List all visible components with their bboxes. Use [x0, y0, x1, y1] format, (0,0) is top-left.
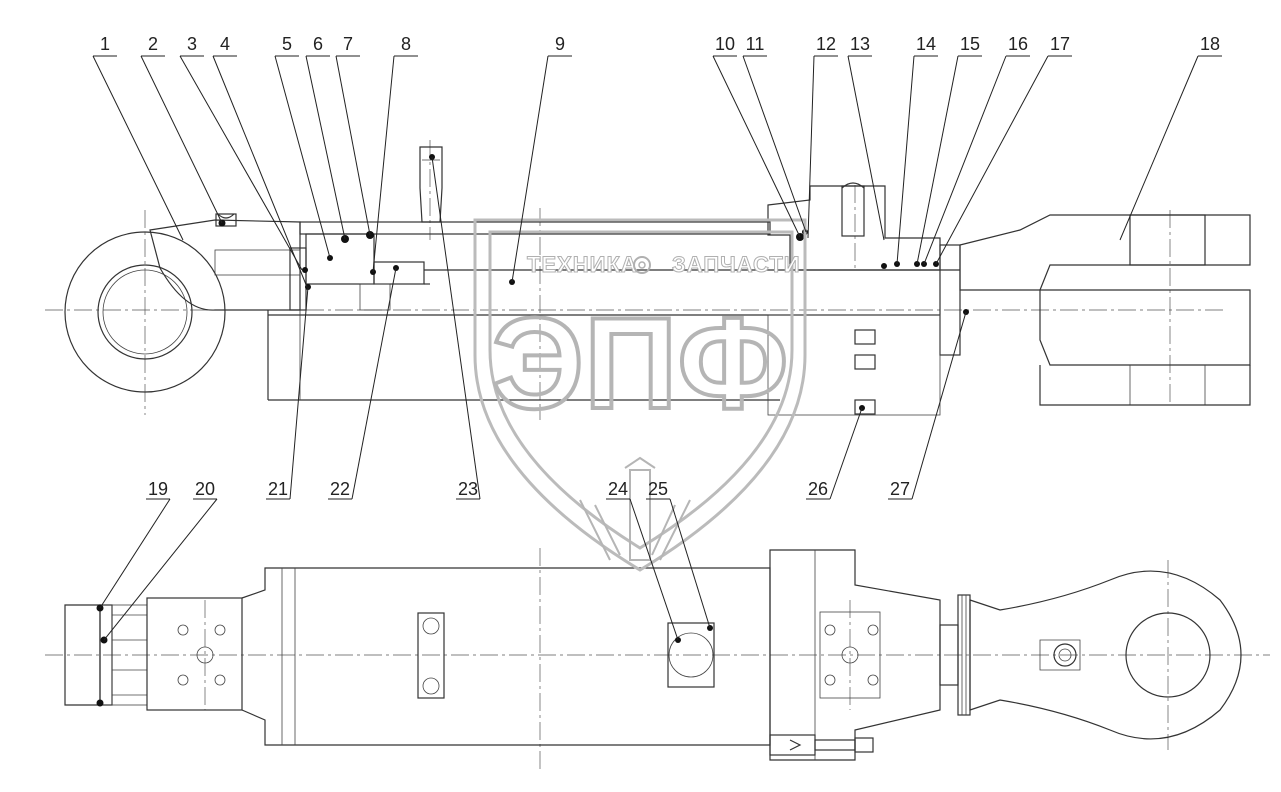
wheat-emblem-icon	[579, 456, 691, 561]
callout-17: 17	[1050, 34, 1070, 54]
callout-20: 20	[195, 479, 215, 499]
callout-leader-23	[431, 156, 481, 500]
callout-leader-21	[289, 286, 309, 500]
callout-leader-1	[92, 55, 184, 241]
callout-leader-7	[335, 55, 371, 236]
callout-16: 16	[1008, 34, 1028, 54]
callout-leader-15	[916, 55, 959, 265]
callout-2: 2	[148, 34, 158, 54]
watermark-text-left: ТЕХНИКА	[527, 252, 638, 277]
callout-leader-18	[1119, 55, 1199, 241]
callout-leader-20	[103, 498, 218, 641]
callout-4: 4	[220, 34, 230, 54]
callout-1: 1	[100, 34, 110, 54]
callout-5: 5	[282, 34, 292, 54]
gear-icon	[633, 256, 651, 274]
callout-leader-25	[669, 498, 711, 629]
callout-leader-5	[274, 55, 331, 259]
callout-11: 11	[746, 34, 765, 54]
callout-leader-13	[847, 55, 885, 241]
callout-26: 26	[808, 479, 828, 499]
callout-24: 24	[608, 479, 628, 499]
callout-18: 18	[1200, 34, 1220, 54]
callout-14: 14	[916, 34, 936, 54]
callout-leader-8	[372, 55, 395, 273]
callout-leader-22	[351, 267, 397, 500]
callout-25: 25	[648, 479, 668, 499]
callout-9: 9	[555, 34, 565, 54]
callout-leader-2	[140, 55, 223, 224]
callout-leader-11	[742, 55, 807, 233]
callout-leader-19	[99, 498, 171, 609]
callout-8: 8	[401, 34, 411, 54]
callout-19: 19	[148, 479, 168, 499]
watermark-logo: ЭПФ	[492, 290, 789, 436]
callout-6: 6	[313, 34, 323, 54]
callout-22: 22	[330, 479, 350, 499]
callout-leader-24	[629, 498, 679, 641]
callout-3: 3	[187, 34, 197, 54]
callout-21: 21	[268, 479, 288, 499]
outer-view	[45, 548, 1270, 770]
callout-leader-27	[911, 311, 967, 500]
watermark-text-right: ЗАПЧАСТИ	[672, 252, 801, 277]
watermark: ТЕХНИКА ЗАПЧАСТИ ЭПФ	[473, 218, 807, 572]
callout-leader-4	[212, 55, 308, 288]
callout-13: 13	[850, 34, 870, 54]
callout-10: 10	[715, 34, 735, 54]
callout-leader-6	[305, 55, 346, 240]
callout-7: 7	[343, 34, 353, 54]
callout-leader-9	[511, 55, 549, 283]
callout-leader-12	[807, 55, 815, 239]
callout-leader-17	[935, 55, 1049, 265]
callout-23: 23	[458, 479, 478, 499]
callout-leader-14	[896, 55, 915, 265]
callout-leader-3	[179, 55, 303, 271]
callout-15: 15	[960, 34, 980, 54]
callout-27: 27	[890, 479, 910, 499]
callout-leader-26	[829, 407, 863, 500]
callout-leader-16	[923, 55, 1007, 265]
callout-leader-10	[712, 55, 801, 238]
callout-12: 12	[816, 34, 836, 54]
